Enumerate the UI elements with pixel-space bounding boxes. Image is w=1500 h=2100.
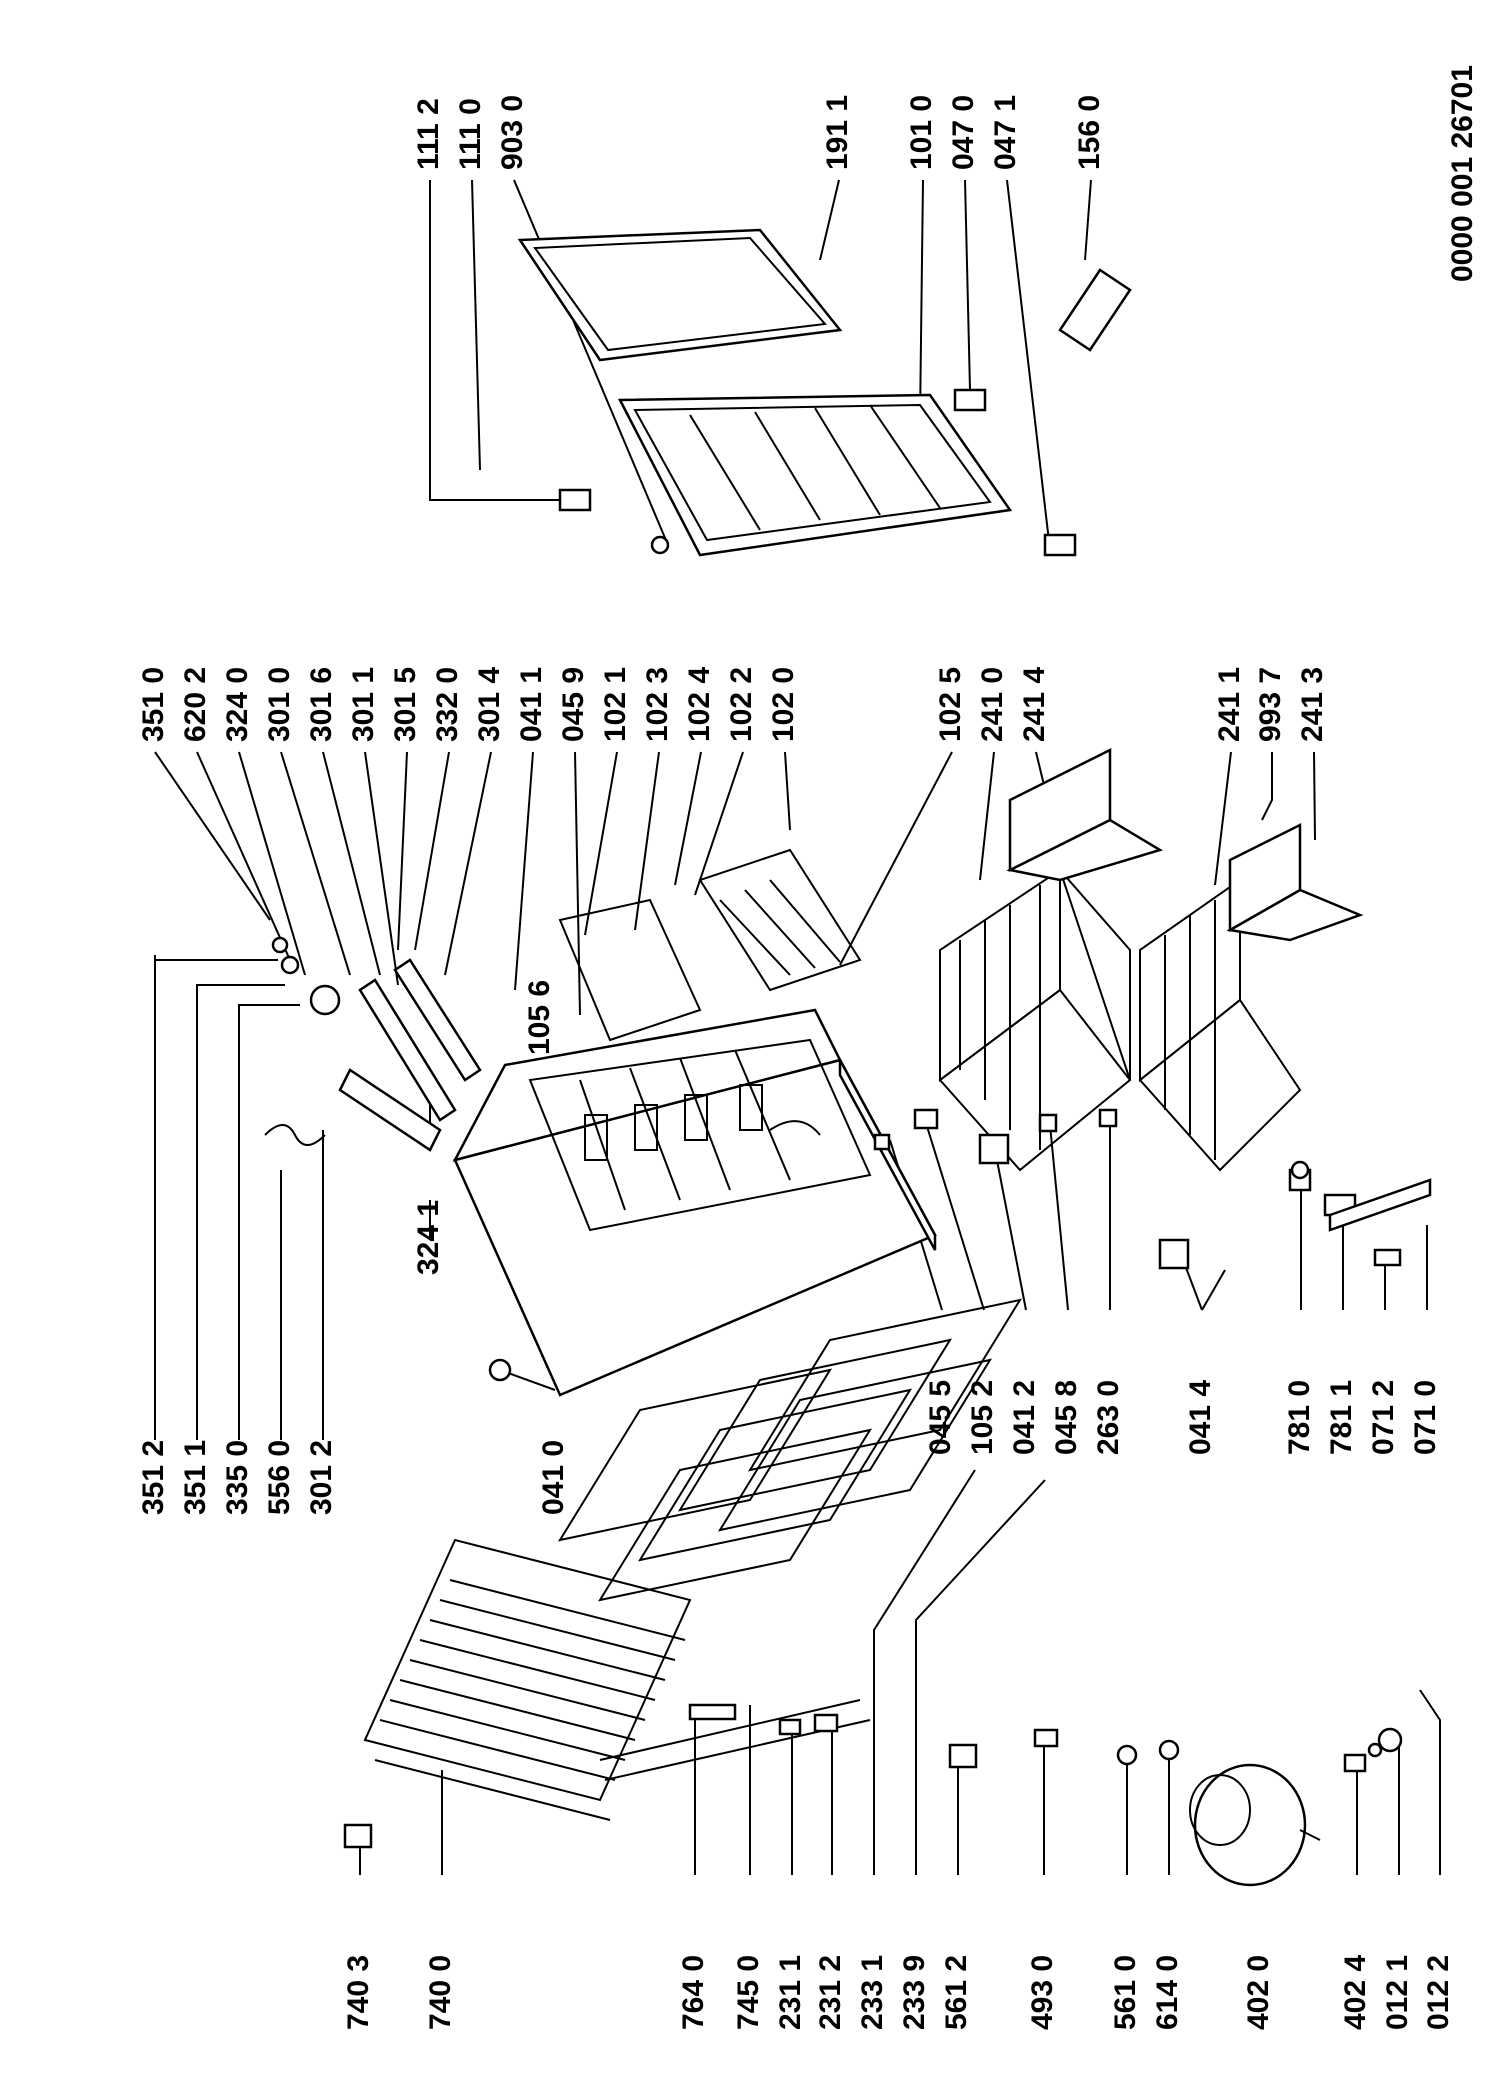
door-gasket — [517, 228, 843, 362]
label-351-1: 351 1 — [179, 1440, 212, 1515]
label-105-2: 105 2 — [966, 1380, 999, 1455]
label-041-4: 041 4 — [1184, 1380, 1217, 1455]
label-301-5: 301 5 — [389, 667, 422, 742]
label-903-0: 903 0 — [496, 95, 529, 170]
label-041-2: 041 2 — [1008, 1380, 1041, 1455]
label-402-4: 402 4 — [1339, 1955, 1372, 2030]
label-351-2: 351 2 — [137, 1440, 170, 1515]
label-102-1: 102 1 — [599, 667, 632, 742]
label-556-0: 556 0 — [263, 1440, 296, 1515]
label-041-1: 041 1 — [515, 667, 548, 742]
label-156-0: 156 0 — [1073, 95, 1106, 170]
label-231-1: 231 1 — [774, 1955, 807, 2030]
label-402-0: 402 0 — [1242, 1955, 1275, 2030]
label-764-0: 764 0 — [677, 1955, 710, 2030]
label-102-0: 102 0 — [767, 667, 800, 742]
label-263-0: 263 0 — [1092, 1380, 1125, 1455]
leader-lines — [154, 179, 1441, 1875]
label-105-6: 105 6 — [523, 980, 556, 1055]
evaporator-shelves — [363, 1298, 1023, 1821]
label-614-0: 614 0 — [1151, 1955, 1184, 2030]
label-045-8: 045 8 — [1050, 1380, 1083, 1455]
label-102-3: 102 3 — [641, 667, 674, 742]
label-301-1: 301 1 — [347, 667, 380, 742]
label-781-1: 781 1 — [1325, 1380, 1358, 1455]
label-191-1: 191 1 — [821, 95, 854, 170]
cabinet-body — [452, 1008, 937, 1397]
label-231-2: 231 2 — [814, 1955, 847, 2030]
label-241-3: 241 3 — [1296, 667, 1329, 742]
label-012-1: 012 1 — [1381, 1955, 1414, 2030]
label-102-2: 102 2 — [725, 667, 758, 742]
label-071-0: 071 0 — [1409, 1380, 1442, 1455]
label-301-2: 301 2 — [305, 1440, 338, 1515]
label-561-0: 561 0 — [1109, 1955, 1142, 2030]
drawer-front-241-4 — [1006, 747, 1164, 882]
label-047-0: 047 0 — [947, 95, 980, 170]
door-panel — [617, 393, 1013, 557]
shelf-102-1 — [558, 898, 702, 1042]
label-233-9: 233 9 — [898, 1955, 931, 2030]
label-102-4: 102 4 — [683, 667, 716, 742]
label-041-0: 041 0 — [537, 1440, 570, 1515]
label-493-0: 493 0 — [1026, 1955, 1059, 2030]
small-parts — [343, 268, 1432, 1849]
label-301-4: 301 4 — [473, 667, 506, 742]
document-number: 0000 001 26701 — [1446, 65, 1479, 282]
label-241-1: 241 1 — [1213, 667, 1246, 742]
label-993-7: 993 7 — [1254, 667, 1287, 742]
label-071-2: 071 2 — [1367, 1380, 1400, 1455]
label-111-0: 111 0 — [454, 98, 487, 170]
label-740-0: 740 0 — [424, 1955, 457, 2030]
label-745-0: 745 0 — [732, 1955, 765, 2030]
label-781-0: 781 0 — [1283, 1380, 1316, 1455]
label-740-3: 740 3 — [342, 1955, 375, 2030]
compressor — [1189, 1763, 1321, 1887]
label-324-0: 324 0 — [221, 667, 254, 742]
label-561-2: 561 2 — [940, 1955, 973, 2030]
drawer-front-241-3 — [1226, 822, 1364, 942]
label-351-0: 351 0 — [137, 667, 170, 742]
label-102-5: 102 5 — [934, 667, 967, 742]
label-241-0: 241 0 — [976, 667, 1009, 742]
label-047-1: 047 1 — [989, 95, 1022, 170]
label-301-6: 301 6 — [305, 667, 338, 742]
label-233-1: 233 1 — [856, 1955, 889, 2030]
label-012-2: 012 2 — [1422, 1955, 1455, 2030]
label-335-0: 335 0 — [221, 1440, 254, 1515]
shelf-102-0 — [698, 848, 862, 992]
label-045-5: 045 5 — [924, 1380, 957, 1455]
label-301-0: 301 0 — [263, 667, 296, 742]
label-101-0: 101 0 — [905, 95, 938, 170]
label-332-0: 332 0 — [431, 667, 464, 742]
label-324-1: 324 1 — [412, 1200, 445, 1275]
thermostat-housing — [264, 936, 482, 1152]
label-111-2: 111 2 — [412, 98, 445, 170]
label-241-4: 241 4 — [1018, 667, 1051, 742]
label-045-9: 045 9 — [557, 667, 590, 742]
label-620-2: 620 2 — [179, 667, 212, 742]
